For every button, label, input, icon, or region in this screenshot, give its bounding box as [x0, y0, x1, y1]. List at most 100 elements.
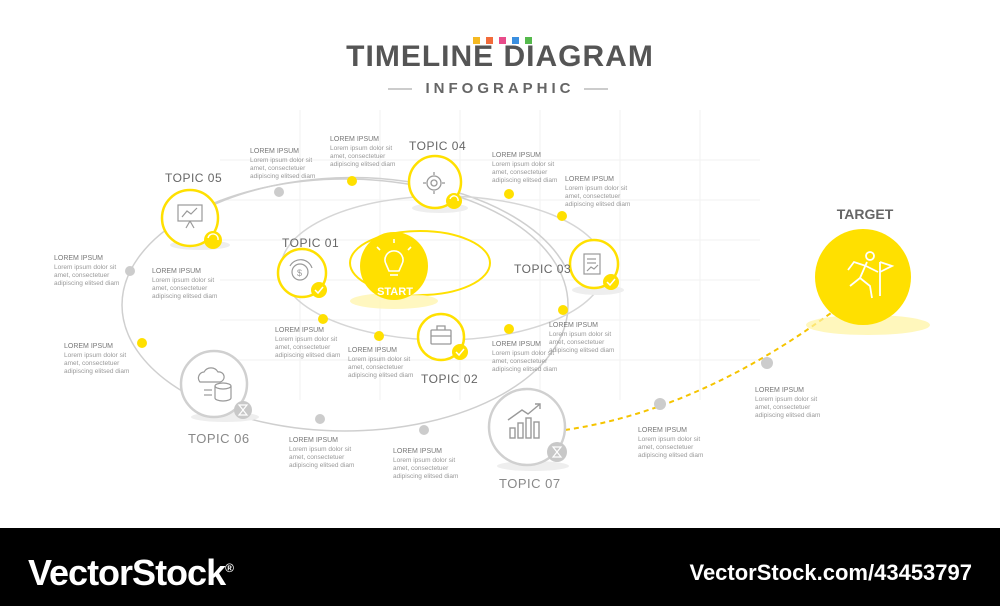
note-body: Lorem ipsum dolor sit amet, consectetuer… [492, 350, 558, 373]
dot [504, 189, 514, 199]
note: LOREM IPSUM Lorem ipsum dolor sit amet, c… [638, 427, 718, 460]
note-title: LOREM IPSUM [330, 136, 380, 143]
dot [374, 331, 384, 341]
topic-01-label: TOPIC 01 [282, 236, 340, 250]
color-swatches [470, 31, 535, 49]
registered-mark: ® [225, 561, 234, 575]
target-glow [806, 315, 930, 335]
note-title: LOREM IPSUM [549, 322, 599, 329]
note: LOREM IPSUM Lorem ipsum dolor sit amet, c… [565, 176, 645, 209]
note-body: Lorem ipsum dolor sit amet, consectetuer… [275, 336, 341, 359]
topic-07-label: TOPIC 07 [499, 476, 561, 491]
note-body: Lorem ipsum dolor sit amet, consectetuer… [755, 396, 821, 419]
note: LOREM IPSUM Lorem ipsum dolor sit amet, c… [492, 341, 572, 374]
brand-logo[interactable]: VectorStock® [28, 552, 234, 594]
target-path [564, 309, 836, 431]
note-body: Lorem ipsum dolor sit amet, consectetuer… [152, 277, 218, 300]
dot [274, 187, 284, 197]
cloud-database-icon [197, 367, 232, 402]
swatch [525, 37, 532, 44]
note: LOREM IPSUM Lorem ipsum dolor sit amet, c… [64, 343, 144, 376]
note-body: Lorem ipsum dolor sit amet, consectetuer… [330, 145, 396, 168]
note-title: LOREM IPSUM [275, 327, 325, 334]
note-body: Lorem ipsum dolor sit amet, consectetuer… [492, 161, 558, 184]
swatch [499, 37, 506, 44]
note-title: LOREM IPSUM [250, 148, 300, 155]
note-title: LOREM IPSUM [54, 255, 104, 262]
start-node[interactable] [360, 232, 428, 300]
note-title: LOREM IPSUM [348, 347, 398, 354]
image-id: VectorStock.com/43453797 [689, 560, 972, 585]
note: LOREM IPSUM Lorem ipsum dolor sit amet, c… [152, 268, 232, 301]
note-title: LOREM IPSUM [64, 343, 114, 350]
footer-bar: VectorStock® VectorStock.com/43453797 [0, 528, 1000, 606]
note-body: Lorem ipsum dolor sit amet, consectetuer… [565, 185, 631, 208]
note: LOREM IPSUM Lorem ipsum dolor sit amet, c… [755, 387, 835, 420]
briefcase-icon [430, 325, 452, 345]
topic-06-label: TOPIC 06 [188, 431, 250, 446]
note-body: Lorem ipsum dolor sit amet, consectetuer… [348, 356, 414, 379]
topic-04-node[interactable] [407, 154, 463, 210]
note-body: Lorem ipsum dolor sit amet, consectetuer… [250, 157, 316, 180]
note-body: Lorem ipsum dolor sit amet, consectetuer… [54, 264, 120, 287]
topic-05-label: TOPIC 05 [165, 171, 223, 185]
gear-cogs-icon [423, 172, 445, 194]
note-title: LOREM IPSUM [289, 437, 339, 444]
note: LOREM IPSUM Lorem ipsum dolor sit amet, c… [275, 327, 355, 360]
check-icon [311, 282, 327, 298]
note-body: Lorem ipsum dolor sit amet, consectetuer… [549, 331, 615, 354]
note: LOREM IPSUM Lorem ipsum dolor sit amet, c… [54, 255, 134, 288]
page-title: TIMELINE DIAGRAM [346, 40, 654, 73]
note: LOREM IPSUM Lorem ipsum dolor sit amet, c… [393, 448, 473, 481]
dot [504, 324, 514, 334]
dot [558, 305, 568, 315]
swatch [473, 37, 480, 44]
note-title: LOREM IPSUM [492, 152, 542, 159]
note: LOREM IPSUM Lorem ipsum dolor sit amet, c… [330, 136, 410, 169]
report-document-icon [583, 253, 601, 275]
note-body: Lorem ipsum dolor sit amet, consectetuer… [64, 352, 130, 375]
timeline-diagram: $ [121, 88, 930, 471]
topic-04-label: TOPIC 04 [409, 139, 467, 153]
note-title: LOREM IPSUM [393, 448, 443, 455]
note: LOREM IPSUM Lorem ipsum dolor sit amet, c… [492, 152, 572, 185]
note-body: Lorem ipsum dolor sit amet, consectetuer… [289, 446, 355, 469]
target-node[interactable] [815, 229, 911, 325]
dot [315, 414, 325, 424]
note-title: LOREM IPSUM [638, 427, 688, 434]
note-body: Lorem ipsum dolor sit amet, consectetuer… [393, 457, 459, 480]
swatch [486, 37, 493, 44]
note-title: LOREM IPSUM [492, 341, 542, 348]
page-subtitle: INFOGRAPHIC [425, 80, 575, 97]
dot [137, 338, 147, 348]
refresh-icon [446, 193, 462, 209]
dot [654, 398, 666, 410]
swatch [512, 37, 519, 44]
presentation-board-icon [177, 204, 203, 229]
check-icon [452, 344, 468, 360]
note: LOREM IPSUM Lorem ipsum dolor sit amet, c… [250, 148, 330, 181]
svg-text:$: $ [297, 268, 302, 278]
start-glow [350, 293, 438, 309]
dot [761, 357, 773, 369]
topic-07-node[interactable] [487, 387, 567, 467]
dollar-cycle-icon: $ [289, 259, 313, 281]
topic-02-node[interactable] [416, 312, 466, 362]
lightbulb-icon [376, 239, 412, 276]
topic-02-label: TOPIC 02 [421, 372, 479, 386]
growth-chart-icon [507, 403, 541, 439]
note-title: LOREM IPSUM [755, 387, 805, 394]
note: LOREM IPSUM Lorem ipsum dolor sit amet, c… [549, 322, 629, 355]
dot [347, 176, 357, 186]
note: LOREM IPSUM Lorem ipsum dolor sit amet, c… [348, 347, 428, 380]
note-body: Lorem ipsum dolor sit amet, consectetuer… [638, 436, 704, 459]
note-title: LOREM IPSUM [152, 268, 202, 275]
topic-05-node[interactable] [160, 188, 220, 248]
dot [557, 211, 567, 221]
runner-flag-icon [847, 251, 895, 299]
topic-06-node[interactable] [179, 349, 249, 419]
dot [318, 314, 328, 324]
note-title: LOREM IPSUM [565, 176, 615, 183]
infographic-canvas: $ [54, 31, 930, 491]
topic-03-label: TOPIC 03 [514, 262, 572, 276]
